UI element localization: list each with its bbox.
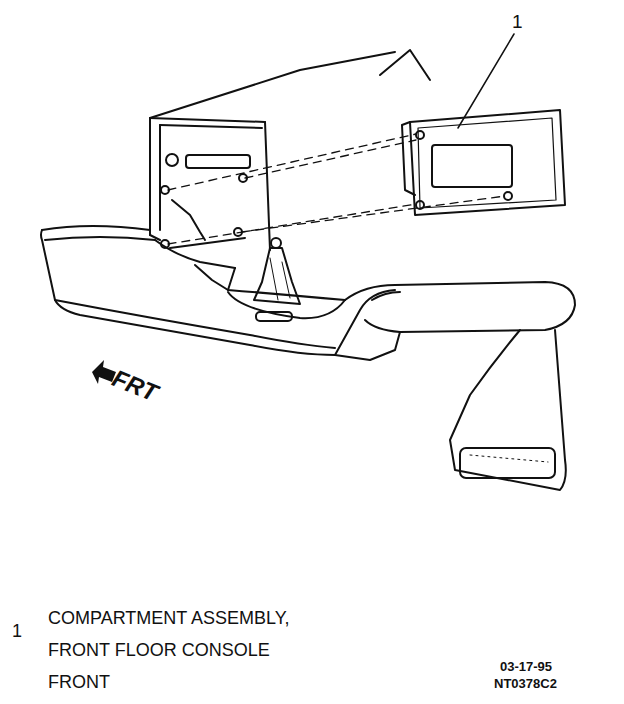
date-stamp: 03-17-95: [500, 660, 552, 673]
figure-code: NT0378C2: [494, 677, 557, 690]
front-direction-mark: FRT: [109, 366, 161, 406]
legend-number: 1: [12, 622, 22, 640]
part-name: COMPARTMENT ASSEMBLY, FRONT FLOOR CONSOL…: [48, 602, 310, 698]
callout-number: 1: [512, 12, 523, 31]
